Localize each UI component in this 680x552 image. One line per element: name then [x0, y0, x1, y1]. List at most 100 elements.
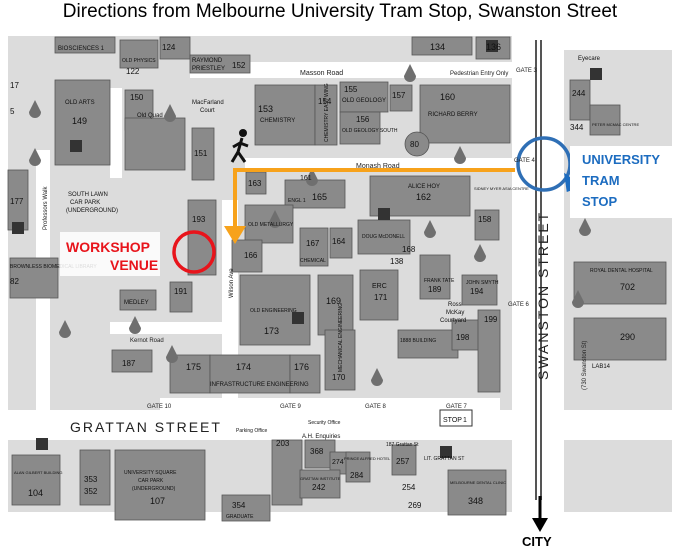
tree-icon: [371, 368, 383, 386]
label-old-geology-south: OLD GEOLOGY SOUTH: [342, 128, 398, 134]
masson-road: [190, 62, 515, 78]
label-grattan-inst: GRATTAN INSTITUTE: [300, 476, 341, 481]
street-labels: GRATTAN STREET SWANSTON STREET Masson Ro…: [43, 70, 588, 435]
masson-road-label: Masson Road: [300, 70, 343, 77]
label-chemistry: CHEMISTRY: [260, 118, 295, 124]
label-194: 194: [470, 287, 484, 296]
label-164: 164: [332, 237, 346, 246]
label-152: 152: [232, 61, 246, 70]
label-177: 177: [10, 197, 24, 206]
label-eyecare: Eyecare: [578, 56, 601, 62]
tram-label-line3: STOP: [582, 194, 617, 209]
wheelchair-icon: [36, 438, 48, 450]
label-peter-mcmac: PETER MCMAC CENTRE: [592, 122, 639, 127]
building-old-arts: [54, 79, 111, 166]
label-167: 167: [306, 239, 320, 248]
building-348: [447, 469, 507, 516]
label-134: 134: [430, 42, 445, 52]
label-frank-tate: FRANK TATE: [424, 278, 455, 284]
label-269: 269: [408, 501, 422, 510]
label-169: 169: [326, 296, 341, 306]
building-176: [289, 354, 321, 394]
label-chemical: CHEMICAL: [300, 258, 326, 264]
label-254: 254: [402, 483, 416, 492]
wheelchair-icon: [486, 40, 498, 52]
label-257: 257: [396, 457, 410, 466]
monash-road-label: Monash Road: [356, 163, 400, 170]
building-354: [221, 494, 271, 522]
label-122: 122: [126, 67, 140, 76]
building-158: [474, 209, 500, 241]
label-165: 165: [312, 192, 327, 202]
tree-icon: [404, 64, 416, 82]
route-path: [233, 168, 515, 235]
label-doug-mcdonell: DOUG McDONELL: [362, 234, 405, 240]
building-104: [11, 454, 61, 506]
label-162: 162: [416, 192, 431, 202]
label-187: 187: [122, 359, 136, 368]
label-medley: MEDLEY: [124, 300, 149, 306]
label-160: 160: [440, 92, 455, 102]
tree-icon: [129, 316, 141, 334]
label-199: 199: [484, 315, 498, 324]
gate-labels: GATE 3 GATE 4 GATE 6 GATE 7 GATE 8 GATE …: [147, 68, 538, 410]
label-stop1-num: 1: [463, 417, 467, 424]
wilson-ave-label: Wilson Ave: [229, 268, 235, 298]
tram-label-line1: UNIVERSITY: [582, 152, 660, 167]
label-702: 702: [620, 282, 635, 292]
stop1-sign: [439, 409, 473, 427]
building-155: [339, 81, 389, 113]
label-153: 153: [258, 104, 273, 114]
gate-road: [160, 398, 500, 412]
building-257: [391, 444, 417, 476]
label-80: 80: [410, 140, 419, 149]
building-medley: [119, 289, 157, 311]
building-80: [404, 131, 430, 157]
label-154: 154: [318, 97, 332, 106]
label-242: 242: [312, 483, 326, 492]
label-368: 368: [310, 447, 324, 456]
building-353: [79, 449, 111, 506]
label-lab14: LAB14: [592, 364, 611, 370]
swanston-street-road: [512, 36, 564, 548]
label-ross: Ross: [448, 302, 462, 308]
label-17: 17: [10, 81, 19, 90]
gate4-label: GATE 4: [514, 158, 536, 164]
label-lit-grattan: LIT. GRATTAN ST: [424, 456, 464, 462]
building-242: [299, 469, 341, 499]
page-title: Directions from Melbourne University Tra…: [62, 1, 618, 22]
label-187-grattan: 187 Grattan St: [386, 442, 419, 448]
label-155: 155: [344, 85, 358, 94]
label-156: 156: [356, 115, 370, 124]
gate7-label: GATE 7: [446, 404, 468, 410]
label-usq-under: (UNDERGROUND): [132, 486, 176, 492]
label-1888: 1888 BUILDING: [400, 338, 436, 344]
label-82: 82: [10, 277, 19, 286]
building-284: [345, 451, 371, 483]
swanston-street-label: SWANSTON STREET: [535, 211, 551, 380]
label-193: 193: [192, 215, 206, 224]
walking-route: [233, 168, 515, 235]
pedestrian-icon: [230, 129, 249, 163]
building-153: [254, 84, 316, 146]
gate9-label: GATE 9: [280, 404, 302, 410]
building-bio1: [54, 36, 116, 54]
building-244: [569, 79, 591, 121]
building-brownless: [9, 257, 59, 299]
wheelchair-icon: [440, 446, 452, 458]
label-infra-eng: INFRASTRUCTURE ENGINEERING: [210, 382, 309, 388]
label-underground: (UNDERGROUND): [66, 208, 118, 214]
label-138: 138: [390, 257, 404, 266]
tram-callout-bg: [570, 146, 676, 218]
label-engl: ENGL 1: [288, 198, 306, 204]
workshop-callout-bg: [60, 232, 160, 276]
label-chem-east: CHEMISTRY EAST WING: [324, 83, 330, 142]
tree-icon: [29, 148, 41, 166]
label-old-geology: OLD GEOLOGY: [342, 98, 386, 104]
building-702: [573, 261, 667, 305]
wheelchair-icon: [590, 68, 602, 80]
label-354: 354: [232, 501, 246, 510]
tram-tracks: [535, 40, 542, 500]
building-old-quad: [124, 117, 186, 171]
building-187: [111, 349, 153, 373]
